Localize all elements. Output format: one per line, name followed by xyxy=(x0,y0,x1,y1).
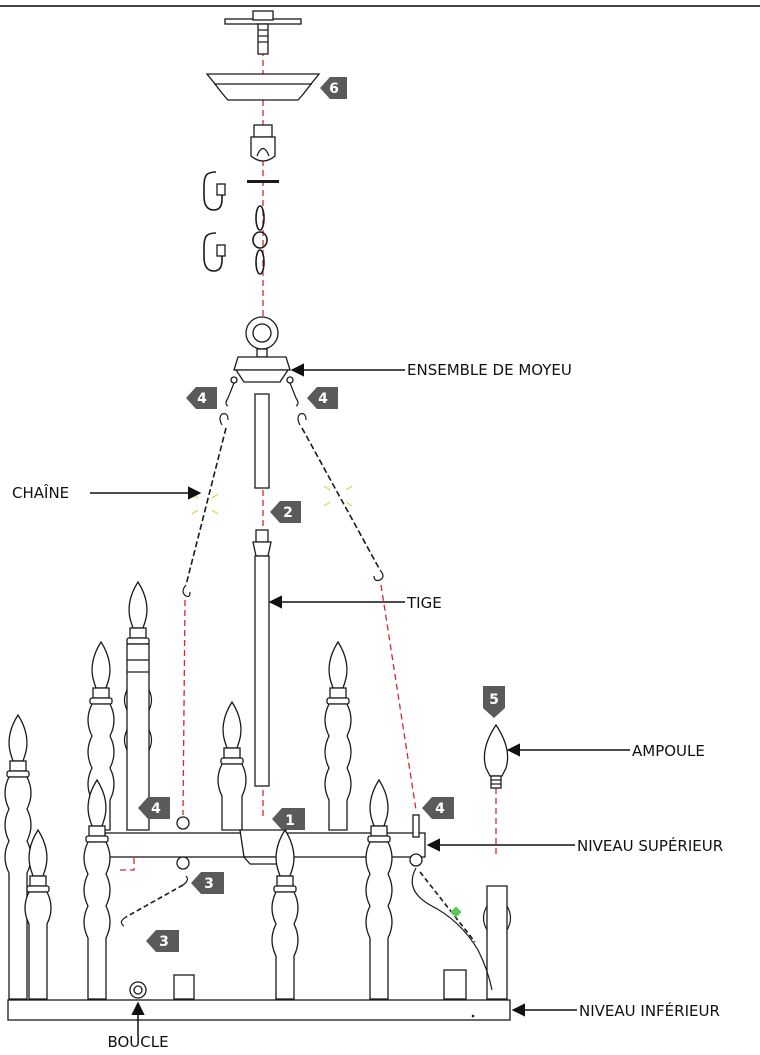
step-tag-4-left: 4 xyxy=(186,387,217,409)
candle-lower-6 xyxy=(365,779,393,1000)
chain-highlight-right xyxy=(323,485,353,507)
lower-level xyxy=(7,999,511,1021)
candle-lower-8 xyxy=(482,885,512,1000)
quick-link-connector-1 xyxy=(203,171,226,211)
svg-text:2: 2 xyxy=(283,505,293,521)
candle-lower-2 xyxy=(24,829,52,1000)
bulb-label: AMPOULE xyxy=(632,742,705,760)
candle-lower-5 xyxy=(271,829,299,1000)
step-tag-4-lower-right: 4 xyxy=(422,797,454,819)
right-chain xyxy=(297,413,384,582)
rod-label: TIGE xyxy=(406,594,442,612)
bulb xyxy=(483,723,509,789)
step-tag-3-b: 3 xyxy=(146,930,179,952)
candle-lower-1 xyxy=(4,714,32,1000)
step-tag-5: 5 xyxy=(483,686,505,718)
chain-label: CHAÎNE xyxy=(12,483,69,502)
candle-lower-7 xyxy=(443,969,467,1000)
loop xyxy=(129,981,147,999)
hub-hook-right xyxy=(289,382,299,407)
step-tag-2: 2 xyxy=(270,501,301,523)
candle-lower-3 xyxy=(83,779,111,1000)
left-chain-guide-line xyxy=(182,599,186,816)
svg-text:1: 1 xyxy=(285,813,295,829)
candle-upper-3 xyxy=(324,641,352,831)
upper-level-label: NIVEAU SUPÉRIEUR xyxy=(577,836,723,855)
ceiling-mount-plate xyxy=(224,10,302,55)
candle-upper-2 xyxy=(217,701,247,831)
quick-link-connector-2 xyxy=(203,232,226,272)
svg-text:4: 4 xyxy=(151,801,161,817)
rod xyxy=(252,529,272,787)
lower-chain-right xyxy=(411,867,493,991)
lower-level-label: NIVEAU INFÉRIEUR xyxy=(579,1001,720,1020)
svg-text:5: 5 xyxy=(489,692,499,708)
loop-label: BOUCLE xyxy=(107,1033,168,1051)
center-chain-segment xyxy=(252,205,268,275)
left-chain xyxy=(182,413,229,598)
svg-text:3: 3 xyxy=(204,876,214,892)
candle-lower-4 xyxy=(173,974,195,1000)
svg-text:4: 4 xyxy=(435,801,445,817)
hub-hook-left xyxy=(225,382,235,407)
svg-text:4: 4 xyxy=(318,391,328,407)
loop-guide-line xyxy=(120,858,135,871)
svg-text:6: 6 xyxy=(329,81,339,97)
step-tag-3-a: 3 xyxy=(191,872,224,894)
hub-assembly xyxy=(230,316,294,384)
canopy xyxy=(205,73,321,101)
hub-assembly-label: ENSEMBLE DE MOYEU xyxy=(407,361,572,379)
step-tag-1: 1 xyxy=(272,808,305,830)
right-chain-guide-line xyxy=(380,584,417,811)
svg-text:3: 3 xyxy=(159,934,169,950)
step-tag-6: 6 xyxy=(320,77,347,99)
upper-rod xyxy=(254,393,270,489)
svg-text:4: 4 xyxy=(197,391,207,407)
step-tag-4-right: 4 xyxy=(307,387,338,409)
lower-chain-left xyxy=(120,875,189,927)
washer xyxy=(247,180,279,183)
step-tag-4-lower-left: 4 xyxy=(138,797,170,819)
loop-coupler xyxy=(250,124,276,162)
candle-upper-tall-1 xyxy=(123,581,153,831)
